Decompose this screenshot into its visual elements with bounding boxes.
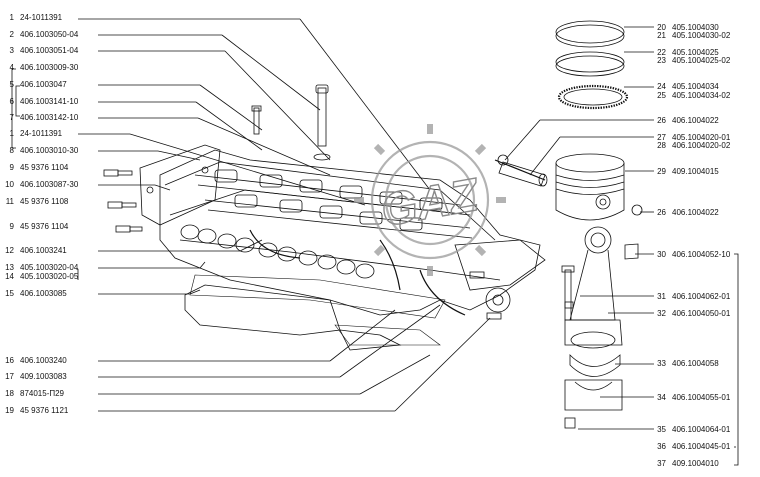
group-bracket-5-7 [15, 85, 20, 117]
group-bracket-37 [734, 253, 739, 466]
gear-watermark-icon [354, 124, 506, 276]
group-bracket-4-8 [11, 68, 16, 149]
